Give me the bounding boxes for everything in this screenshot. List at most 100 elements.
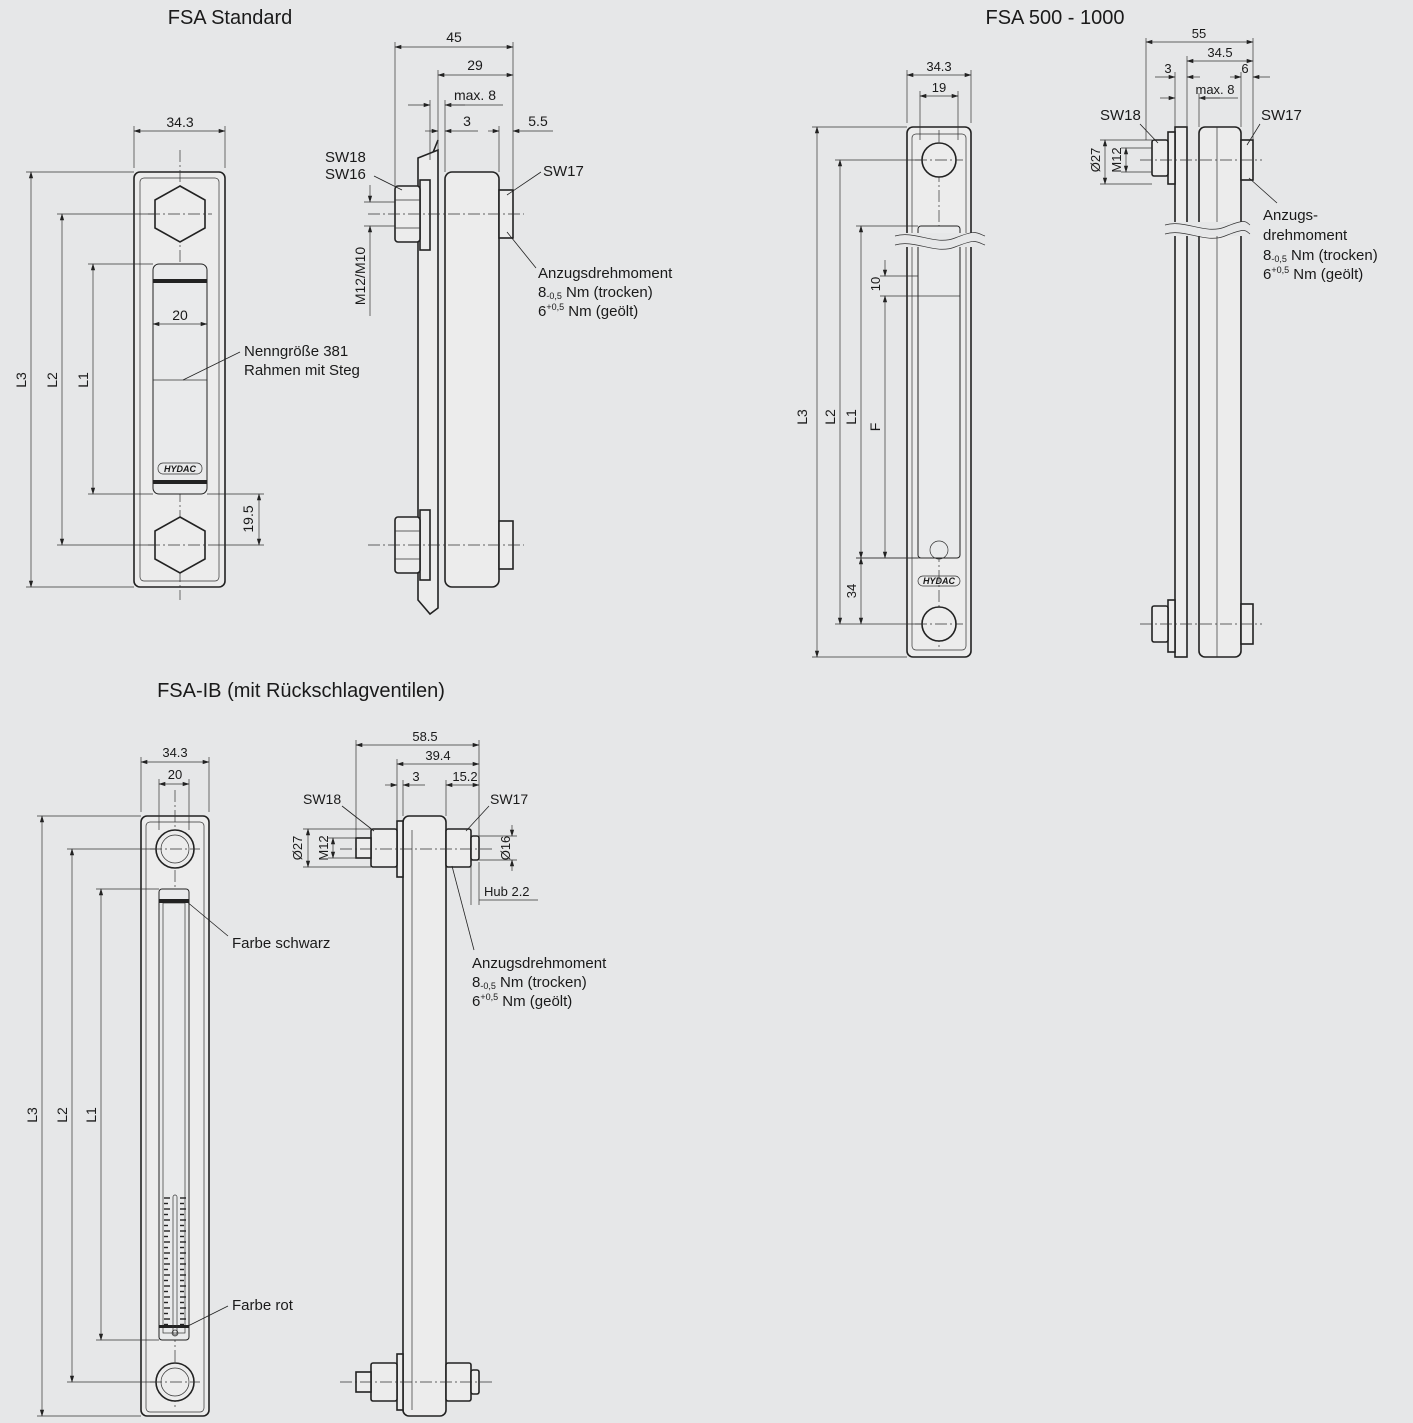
tank-wall: [1174, 126, 1188, 658]
frame-side: [444, 171, 500, 588]
torque-dry-tol: -0,5: [480, 981, 496, 991]
dim-thread: M12/M10: [352, 247, 368, 306]
dim-l3: L3: [24, 1107, 40, 1123]
fsa-standard-front-view: HYDAC 34.3 20 L3 L2 L1 19.5 Nenngröße 38…: [13, 114, 360, 600]
dim-10: 10: [868, 277, 883, 291]
marking-top: [153, 279, 207, 283]
dim-dia16: Ø16: [498, 836, 513, 861]
label-sw18: SW18: [325, 149, 366, 166]
fsa-ib-front-view: 34.3 20 L3 L2 L1 Farbe schwarz Farbe rot: [24, 745, 330, 1417]
frame-inner: [139, 177, 220, 582]
torque-oil-value: 6: [472, 993, 480, 1010]
label-sw18: SW18: [303, 791, 341, 807]
fsa-ib-side-view: 58.5 39.4 3 15.2 Ø27 M12 Ø16 Hub 2.2 SW1…: [290, 729, 607, 1417]
dim-l3: L3: [794, 409, 810, 425]
logo-plate: [157, 462, 203, 475]
dim-55: 55: [1192, 26, 1206, 41]
torque-title-2: drehmoment: [1263, 227, 1348, 244]
leader-sw18: [1139, 123, 1159, 144]
dim-l2: L2: [822, 409, 838, 425]
break-line: [1164, 221, 1251, 230]
logo-plate: [917, 575, 961, 587]
torque-oil-tol: +0,5: [480, 992, 498, 1002]
torque-oil-value: 6: [538, 303, 546, 320]
dim-dia27: Ø27: [290, 836, 305, 861]
sight-tube: [158, 888, 190, 1341]
marking-bottom: [153, 480, 207, 484]
torque-oil-tol: +0,5: [546, 302, 564, 312]
dim-l2: L2: [54, 1107, 70, 1123]
label-sw17: SW17: [1261, 107, 1302, 124]
dim-width: 34.3: [926, 59, 951, 74]
leader-black: [185, 900, 229, 937]
washer-top: [419, 179, 431, 251]
thermometer-scale: [164, 1197, 186, 1326]
torque-oil: 6+0,5 Nm (geölt): [1263, 265, 1363, 283]
dim-inner: 19: [932, 80, 946, 95]
dim-offset: 19.5: [240, 505, 256, 532]
torque-title-1: Anzugs-: [1263, 207, 1318, 224]
title-fsa-ib: FSA-IB (mit Rückschlagventilen): [157, 680, 445, 702]
torque-dry-tol: -0,5: [546, 291, 562, 301]
dim-34: 34: [844, 584, 859, 598]
dim-window: 20: [172, 307, 188, 323]
torque-title: Anzugsdrehmoment: [538, 265, 673, 282]
marking-black: [159, 899, 189, 903]
torque-dry: 8-0,5 Nm (trocken): [472, 974, 587, 991]
torque-dry-value: 8: [472, 974, 480, 991]
torque-oil: 6+0,5 Nm (geölt): [538, 302, 638, 320]
valve-cap-top: [470, 835, 480, 861]
leader-red: [185, 1305, 229, 1328]
label-sw16: SW16: [325, 166, 366, 183]
title-fsa-500-1000: FSA 500 - 1000: [986, 7, 1125, 29]
torque-dry-value: 8: [1263, 247, 1271, 264]
thermometer-bulb: [171, 1329, 179, 1337]
dim-l2: L2: [44, 372, 60, 388]
torque-dry-tol: -0,5: [1271, 254, 1287, 264]
torque-dry-text: Nm (trocken): [1287, 247, 1378, 264]
torque-title: Anzugsdrehmoment: [472, 955, 607, 972]
break-line: [894, 232, 986, 241]
label-sw17: SW17: [490, 791, 528, 807]
dim-58-5: 58.5: [412, 729, 437, 744]
washer-top: [1167, 131, 1176, 185]
break-line: [894, 241, 986, 250]
nut-left-top: [370, 828, 398, 868]
fsa-500-front-view: HYDAC 34.3 19 L3 L2 L1 F 10 34: [794, 59, 986, 658]
stud-left-top: [355, 837, 372, 859]
torque-oil-text: Nm (geölt): [498, 993, 572, 1010]
valve-right-top: [445, 828, 472, 868]
logo-text: HYDAC: [923, 576, 956, 586]
leader-torque: [1248, 177, 1278, 204]
leader-sw17: [506, 171, 542, 196]
label-color-red: Farbe rot: [232, 1297, 294, 1314]
marking-red: [159, 1325, 189, 1328]
fsa-standard-side-view: 45 29 max. 8 3 5.5 M12/M10 SW18 SW16 SW1…: [325, 29, 673, 616]
dim-6: 6: [1241, 61, 1248, 76]
leader-torque: [451, 865, 475, 951]
washer-bottom: [1167, 599, 1176, 653]
leader-sw18: [341, 805, 375, 832]
leader-torque: [506, 231, 537, 269]
bolt-head-top: [1151, 139, 1169, 177]
frame-side: [402, 815, 447, 1417]
torque-dry-text: Nm (trocken): [496, 974, 587, 991]
dim-45: 45: [446, 29, 462, 45]
dim-l1: L1: [843, 409, 859, 425]
torque-dry-value: 8: [538, 284, 546, 301]
leader-sw18: [373, 175, 403, 191]
frame-side: [1198, 126, 1242, 658]
label-sw18: SW18: [1100, 107, 1141, 124]
dim-m12: M12: [316, 835, 331, 860]
dim-34-5: 34.5: [1207, 45, 1232, 60]
torque-oil-text: Nm (geölt): [1289, 266, 1363, 283]
torque-oil-tol: +0,5: [1271, 265, 1289, 275]
dim-width: 34.3: [166, 114, 193, 130]
note-size-line1: Nenngröße 381: [244, 343, 348, 360]
torque-dry-text: Nm (trocken): [562, 284, 653, 301]
leader-size: [182, 351, 241, 381]
dim-inner: 20: [168, 767, 182, 782]
dim-dia27: Ø27: [1088, 148, 1103, 173]
